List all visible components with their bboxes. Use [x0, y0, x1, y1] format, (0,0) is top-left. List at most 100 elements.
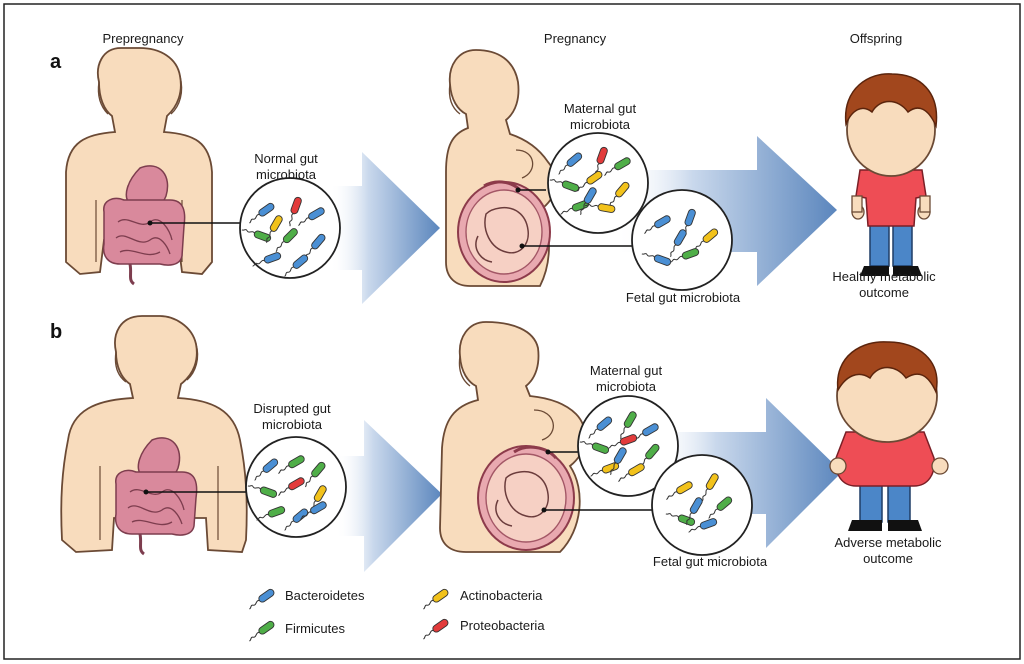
outcome-label-b-2: outcome	[863, 551, 913, 566]
callout-dot-a1	[147, 220, 153, 226]
panel-a: Normal gut microbiota Maternal gut micro…	[65, 47, 938, 305]
bacterium-icon	[579, 441, 610, 454]
bacterium-icon	[249, 202, 275, 224]
transition-arrow-b1	[336, 420, 442, 572]
disrupted-gut-label-2: microbiota	[262, 417, 323, 432]
callout-dot-a2	[515, 187, 521, 193]
normal-gut-microbiota-circle	[239, 177, 341, 279]
outcome-label-a-1: Healthy metabolic	[832, 269, 936, 284]
bacterium-icon	[249, 620, 275, 642]
transition-arrow-a1	[330, 152, 440, 304]
bacterium-icon	[298, 207, 325, 226]
callout-dot-a3	[519, 243, 525, 249]
legend-label-proteobacteria: Proteobacteria	[460, 618, 545, 633]
bacteria-cluster-normal	[241, 196, 326, 277]
prepregnancy-woman-b	[60, 315, 248, 553]
bacteria-cluster-maternal-b	[579, 411, 660, 482]
bacterium-icon	[256, 506, 286, 521]
child-healthy	[844, 73, 938, 276]
bacterium-icon	[620, 411, 637, 440]
legend-swatch-bacteroidetes	[249, 588, 275, 610]
normal-gut-label-1: Normal gut	[254, 151, 318, 166]
legend-item-firmicutes: Firmicutes	[249, 620, 345, 642]
bacterium-icon	[266, 215, 283, 244]
bacterium-icon	[708, 496, 733, 519]
panel-b: Disrupted gut microbiota Maternal gut mi…	[60, 315, 949, 572]
bacterium-icon	[610, 447, 627, 476]
normal-gut-label-2: microbiota	[256, 167, 317, 182]
bacterium-icon	[423, 618, 449, 640]
bacterium-icon	[558, 152, 583, 175]
maternal-label-b-2: microbiota	[596, 379, 657, 394]
outcome-label-a-2: outcome	[859, 285, 909, 300]
bacterium-icon	[300, 501, 327, 520]
bacterium-icon	[304, 461, 326, 488]
bacterium-icon	[604, 157, 631, 176]
bacterium-icon	[252, 252, 282, 267]
disrupted-gut-label-1: Disrupted gut	[253, 401, 331, 416]
callout-dot-b2	[545, 449, 551, 455]
bacterium-icon	[284, 254, 309, 277]
bacteria-cluster-fetal-a	[641, 208, 719, 266]
panel-letter-b: b	[50, 321, 62, 343]
legend-swatch-actinobacteria	[423, 588, 449, 610]
bacterium-icon	[665, 513, 696, 526]
outcome-label-b-1: Adverse metabolic	[835, 535, 942, 550]
legend-item-proteobacteria: Proteobacteria	[423, 618, 545, 640]
bacterium-icon	[588, 416, 613, 439]
bacterium-icon	[580, 187, 597, 216]
bacterium-icon	[278, 455, 305, 474]
header-offspring: Offspring	[850, 31, 903, 46]
bacterium-icon	[686, 497, 703, 526]
legend-swatch-firmicutes	[249, 620, 275, 642]
legend-label-firmicutes: Firmicutes	[285, 621, 345, 636]
bacterium-icon	[702, 473, 719, 502]
intestine-icon-b	[114, 437, 198, 556]
maternal-label-b-1: Maternal gut	[590, 363, 663, 378]
child-adverse	[829, 341, 949, 531]
legend-item-actinobacteria: Actinobacteria	[423, 588, 543, 610]
bacterium-icon	[608, 434, 638, 449]
legend-swatch-proteobacteria	[423, 618, 449, 640]
bacterium-icon	[247, 485, 278, 498]
legend-item-bacteroidetes: Bacteroidetes	[249, 588, 365, 610]
bacterium-icon	[278, 477, 305, 496]
legend-label-bacteroidetes: Bacteroidetes	[285, 588, 365, 603]
bacterium-icon	[618, 463, 645, 482]
header-pregnancy: Pregnancy	[544, 31, 607, 46]
figure-border	[3, 3, 1021, 660]
maternal-label-a-1: Maternal gut	[564, 101, 637, 116]
pregnant-woman-a	[445, 49, 557, 287]
pregnant-woman-b	[439, 321, 587, 553]
bacteria-cluster-maternal-a	[549, 146, 631, 216]
fetal-label-a: Fetal gut microbiota	[626, 290, 741, 305]
bacteria-cluster-fetal-b	[665, 473, 733, 533]
bacterium-icon	[584, 203, 616, 213]
panel-letter-a: a	[50, 51, 62, 73]
bacterium-icon	[666, 481, 693, 500]
maternal-label-a-2: microbiota	[570, 117, 631, 132]
bacterium-icon	[577, 170, 603, 192]
bacterium-icon	[641, 253, 672, 266]
bacterium-icon	[275, 228, 298, 253]
callout-dot-b1	[143, 489, 149, 495]
legend-label-actinobacteria: Actinobacteria	[460, 588, 543, 603]
bacterium-icon	[688, 518, 718, 533]
bacterium-icon	[249, 588, 275, 610]
legend: Bacteroidetes Firmicutes Actinobacteria …	[249, 588, 545, 642]
bacteria-cluster-disrupted	[247, 455, 327, 531]
fetal-gut-microbiota-circle-b	[651, 454, 753, 556]
bacterium-icon	[670, 248, 700, 263]
bacterium-icon	[289, 196, 302, 227]
bacterium-icon	[670, 229, 687, 258]
bacterium-icon	[423, 588, 449, 610]
bacterium-icon	[254, 458, 279, 481]
fetal-label-b: Fetal gut microbiota	[653, 554, 768, 569]
bacterium-icon	[644, 215, 671, 234]
callout-dot-b3	[541, 507, 547, 513]
header-prepregnancy: Prepregnancy	[103, 31, 184, 46]
bacterium-icon	[284, 508, 309, 531]
intestine-icon-a	[102, 165, 186, 286]
